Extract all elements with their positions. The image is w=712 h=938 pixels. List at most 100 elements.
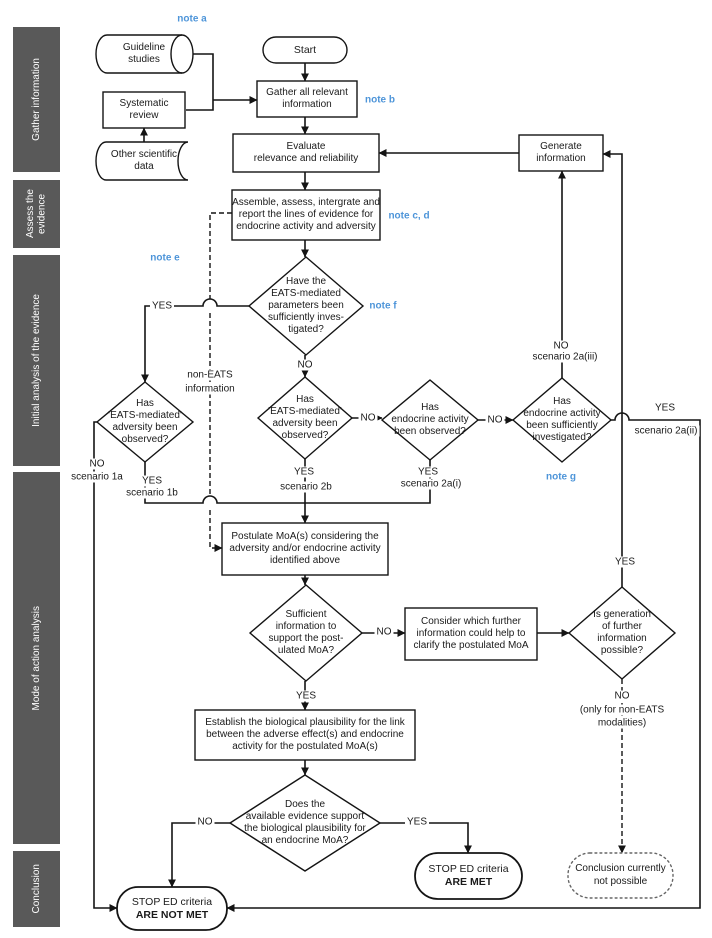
edge-scenario-2aii-loop — [226, 412, 701, 912]
edge-label-eats-params-yes: YES — [149, 300, 175, 312]
sidebar-band-initial-analysis: Initial analysis of the evidence — [13, 255, 60, 466]
node-text: Guideline — [122, 41, 166, 53]
edge-sources-merge — [186, 53, 214, 111]
node-text: not possible — [593, 875, 648, 887]
node-generate-information: Generate information — [519, 135, 603, 171]
edge-label-eats-params-no: NO — [295, 359, 315, 371]
shape-start — [262, 36, 348, 64]
node-text: Consider which further — [420, 615, 522, 627]
edge-label-activity-no: NO — [485, 414, 505, 426]
node-text: adversity been — [112, 422, 178, 433]
node-text: 'EATS-mediated' — [108, 409, 182, 421]
node-sufficient-info-question: Sufficient information to support the po… — [252, 587, 360, 679]
node-start-text: Start — [293, 43, 317, 56]
shape-sufficient-info-diamond — [248, 584, 364, 682]
edge-label-sufficient-info-yes: YES — [293, 690, 319, 702]
shape-adversity-left-diamond — [95, 381, 195, 463]
shape-stop-not-met — [116, 886, 228, 931]
edge-non-eats-dashed-3 — [209, 510, 223, 552]
node-text: STOP ED criteria — [428, 863, 509, 876]
edge-label-scenario-2b: scenario 2b — [278, 481, 334, 493]
node-eats-parameters-question: Have the EATS-mediated parameters been s… — [252, 260, 360, 352]
shape-conclusion-not-possible — [567, 852, 674, 899]
node-text: data — [134, 161, 154, 172]
edge-evidence-yes — [380, 822, 472, 854]
node-text: endocrine activity and adversity — [236, 221, 376, 233]
flow-shapes — [95, 34, 677, 931]
node-text: Evaluate — [286, 140, 326, 152]
edge-non-eats-dashed-1 — [209, 212, 232, 299]
node-assemble: Assemble, assess, intergrate and report … — [232, 190, 380, 240]
node-gather-information: Gather all relevant information — [257, 81, 357, 117]
shape-establish-plausibility — [194, 709, 416, 761]
node-text: adversity been — [272, 418, 338, 429]
shape-evaluate — [232, 133, 380, 173]
sidebar-band-conclusion: Conclusion — [13, 851, 60, 927]
node-systematic-review: Systematic review — [103, 92, 185, 128]
node-other-scientific-data: Other scientific data — [100, 142, 188, 180]
edge-eats-params-yes — [141, 298, 249, 383]
edge-label-non-eats-2: information — [183, 383, 237, 395]
node-text: possible? — [600, 645, 644, 657]
node-text: Has — [553, 395, 571, 407]
note-f: note f — [369, 300, 397, 312]
node-text: available evidence support — [245, 810, 365, 822]
node-text: Is generation — [593, 608, 651, 620]
edge-label-sufficient-info-no: NO — [374, 626, 394, 638]
node-text: tigated? — [288, 324, 324, 336]
node-stop-ed-met: STOP ED criteria ARE MET — [415, 853, 522, 899]
node-text: of further — [601, 620, 643, 632]
node-text: Assemble, assess, intergrate and — [232, 196, 380, 208]
edge-evidence-no — [168, 822, 230, 888]
note-c-d: note c, d — [388, 210, 430, 222]
edge-label-adversity-mid-no: NO — [358, 412, 378, 424]
node-text: endocrine activity — [523, 407, 601, 419]
node-evidence-support-question: Does the available evidence support the … — [232, 777, 378, 869]
edge-label-evidence-yes: YES — [404, 816, 430, 828]
node-text: support the post- — [268, 633, 344, 644]
shape-assemble — [231, 189, 381, 241]
shape-postulate-moa — [221, 522, 389, 576]
node-text: information — [282, 99, 332, 110]
edge-label-adversity-left-yes: YES — [139, 475, 165, 487]
edge-label-scenario-2a-ii: scenario 2a(ii) — [632, 425, 700, 437]
node-consider-further: Consider which further information could… — [405, 608, 537, 660]
shape-eats-parameters-diamond — [247, 256, 365, 356]
node-text-bold: ARE NOT MET — [135, 908, 209, 921]
edge-generation-yes-up — [602, 150, 623, 587]
node-text: information — [597, 633, 647, 644]
shape-generate-information — [518, 134, 604, 172]
node-text: Other scientific — [110, 148, 178, 160]
edge-label-sufficient-inv-no: NO — [551, 340, 571, 352]
node-text: Has — [136, 397, 154, 409]
node-conclusion-not-possible: Conclusion currently not possible — [568, 853, 673, 898]
edge-label-sufficient-inv-yes: YES — [652, 402, 678, 414]
node-text: information could help to — [416, 627, 526, 639]
shape-activity-sufficient-diamond — [511, 377, 613, 463]
edge-label-generation-no-note2: modalities) — [595, 717, 649, 729]
node-text: Generate — [540, 140, 582, 152]
node-text: endocrine activity — [391, 413, 469, 425]
node-text: review — [129, 110, 159, 121]
edge-label-scenario-1b: scenario 1b — [124, 487, 180, 499]
node-text: activity for the postulated MoA(s) — [232, 741, 378, 753]
node-start: Start — [263, 37, 347, 63]
shape-guideline-cylinder-rim — [170, 34, 183, 74]
note-b: note b — [365, 94, 395, 106]
node-adversity-mid-question: Has 'EATS-mediated' adversity been obser… — [260, 379, 350, 457]
node-text: Has — [296, 393, 314, 405]
node-text: studies — [128, 54, 160, 65]
edge-label-generation-no: NO — [612, 690, 632, 702]
node-text: been observed? — [394, 426, 466, 438]
shape-gather-information — [256, 80, 358, 118]
node-stop-ed-not-met: STOP ED criteria ARE NOT MET — [117, 887, 227, 930]
node-text: STOP ED criteria — [131, 895, 213, 908]
node-text: sufficiently inves- — [268, 312, 344, 324]
edge-label-adversity-mid-yes: YES — [291, 466, 317, 478]
node-text: adversity and/or endocrine activity — [229, 542, 381, 554]
shape-endocrine-activity-diamond — [380, 379, 480, 461]
edge-label-scenario-2a-i: scenario 2a(i) — [398, 478, 464, 490]
node-generation-possible-question: Is generation of further information pos… — [571, 589, 673, 677]
